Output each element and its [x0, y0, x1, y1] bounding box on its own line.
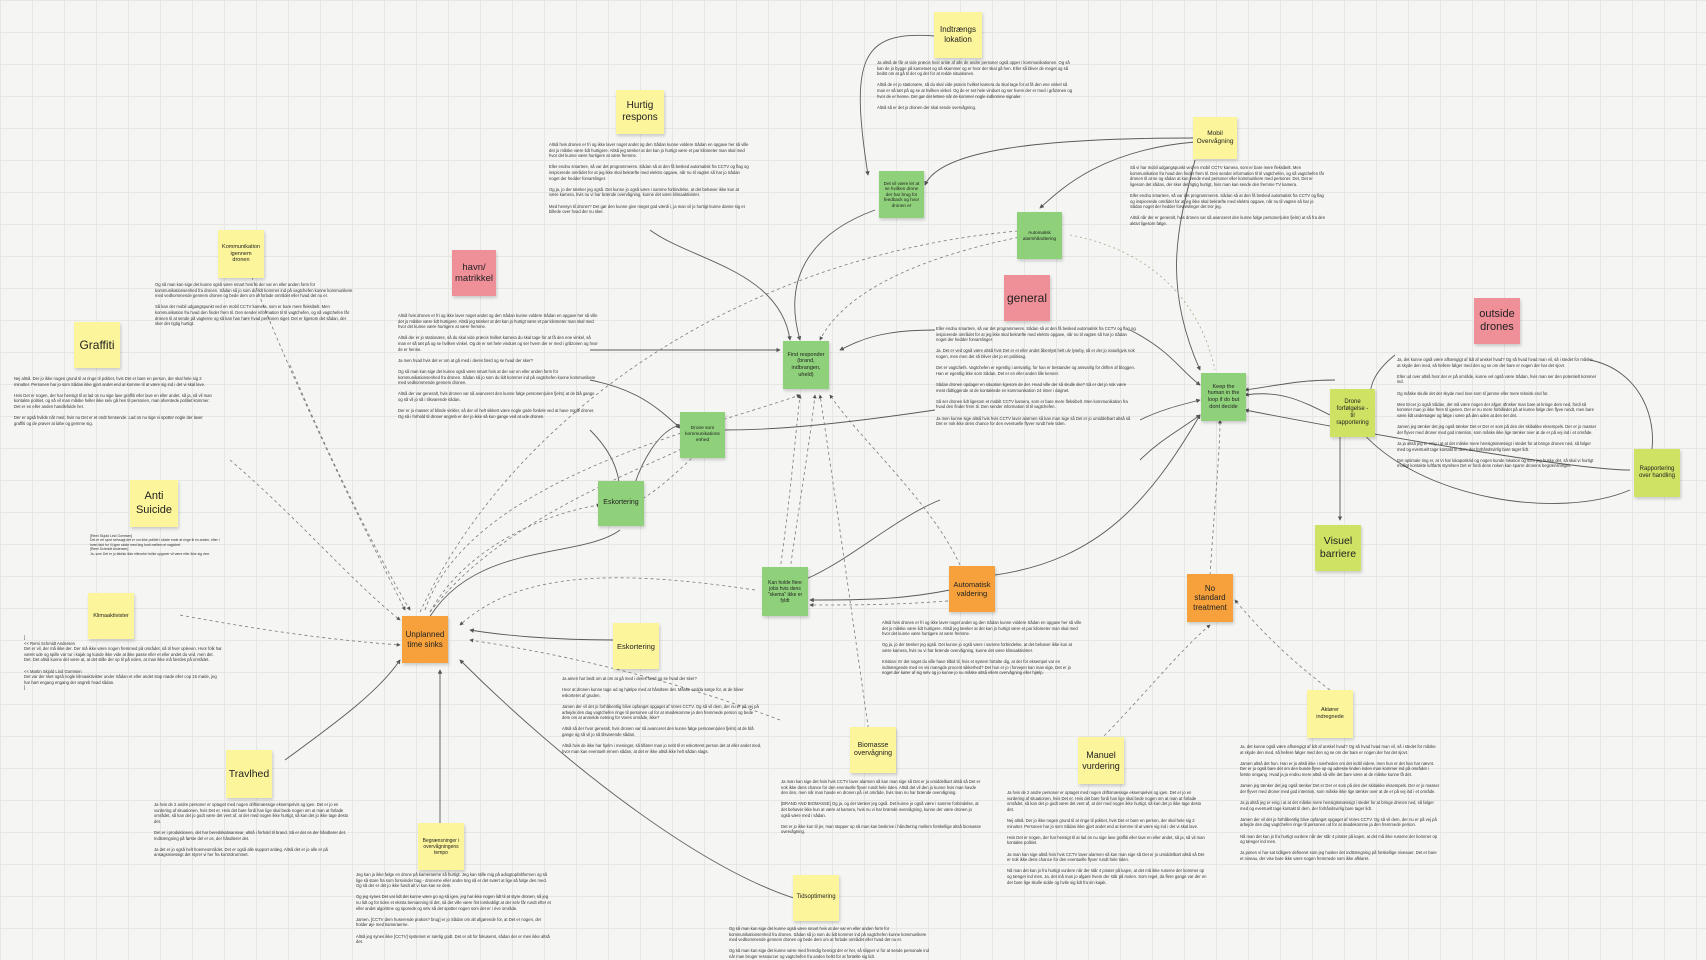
note-outside-drones[interactable]: outside drones [1474, 298, 1520, 344]
link-outside-rapp [1589, 359, 1654, 461]
link-general-first [839, 329, 936, 351]
note-no-standard-treatment[interactable]: No standard treatment [1187, 574, 1233, 622]
note-klimaaktivister[interactable]: Klimaaktivister [88, 593, 134, 639]
link-eskort2-unplanned [469, 628, 616, 641]
text-block-automatisk-valdering[interactable]: Altså hvis dronen er fri og ikke laver n… [882, 620, 1082, 676]
note-manuel-vurdering[interactable]: Manuel vurdering [1078, 737, 1124, 784]
dlink-kanholde-first [779, 394, 802, 571]
note-drone-som-kommunikations-enhed[interactable]: Drone som kommunikations enhed [680, 412, 725, 458]
note-visuel-barriere[interactable]: Visuel barriere [1315, 525, 1361, 571]
text-block-begraensninger[interactable]: Jeg kan jo ikke følge en drone på kamera… [356, 872, 551, 945]
link-dettrad-first [794, 209, 876, 341]
note-mobil-overvaagning[interactable]: Mobil Overvågning [1193, 117, 1237, 159]
text-block-tidsoptimering[interactable]: Og så man kan sige det kunne også være s… [729, 926, 929, 959]
text-block-manuel-vurdering[interactable]: Ja hvis de 2 andre personer er optaget m… [1007, 790, 1207, 885]
note-havn-matrikkel[interactable]: havn/ matrikkel [452, 250, 496, 296]
link-general-kanholde [789, 499, 941, 587]
text-block-eskortering[interactable]: Ja amen har bedt om at om at gå med i de… [562, 676, 762, 754]
link-hurtig-first [649, 229, 792, 341]
note-hurtig-respons[interactable]: Hurtig respons [616, 90, 664, 134]
text-block-travlhed[interactable]: Ja hvis de 2 andre personer er optaget m… [154, 802, 349, 858]
text-block-anti-suicide[interactable]: [Remi Skjold Lind Gormsen] Det er ret sj… [90, 534, 220, 556]
link-travl-unplanned [284, 659, 401, 761]
dlink-unplanned-kommvirksom [429, 444, 691, 613]
link-general2-keep [1139, 398, 1201, 421]
dlink-manuel-nostandard [1099, 624, 1211, 741]
note-begraensninger[interactable]: Begrænsninger i overvågningens tempo [418, 823, 464, 870]
link-eskort-unplanned [424, 529, 621, 626]
link-forfolg-keep [1244, 392, 1331, 416]
text-block-havn[interactable]: Altså hvis dronen er fri og ikke laver n… [398, 313, 598, 419]
text-block-aktorer[interactable]: Ja, det kunne også være afhængigt af lid… [1240, 744, 1440, 861]
dlink-unplanned-eskort [429, 503, 601, 613]
note-travlhed[interactable]: Travlhed [226, 750, 272, 798]
text-block-hurtig-respons[interactable]: Altså hvis dronen er fri og ikke laver n… [549, 142, 749, 215]
dlink-aktorer-nostandard [1234, 599, 1331, 691]
note-unplanned-time-sinks[interactable]: Unplanned time sinks [402, 616, 448, 663]
dlink-anti-unplanned [229, 459, 401, 621]
dlink-autoval-kanholde [809, 599, 961, 607]
text-block-general[interactable]: Eller endnu smartere, så var det program… [936, 326, 1136, 427]
note-rapportering-over-handling[interactable]: Rapportering over handling [1634, 449, 1680, 497]
note-automatisk-valdering[interactable]: Automatisk valdering [949, 566, 995, 612]
link-autoval-kanholde [809, 589, 951, 603]
note-automatisk-alarmhaandtering[interactable]: Automatisk alarmhåndtering [1017, 212, 1062, 259]
dlink-nostandard-keep [1209, 419, 1222, 576]
text-block-mobil[interactable]: Så vi har mobil udgangspunkt ved en mobi… [1130, 165, 1326, 226]
note-det-vil-vaere-let[interactable]: Det vil være let at se hvilken drone der… [879, 171, 924, 218]
dlink-biomasse-first [818, 394, 871, 741]
link-general-keep [1129, 329, 1201, 386]
note-kommunikation-igennem-dronen[interactable]: Kommunikation igennem dronen [218, 230, 264, 278]
link-general-kommvirksom [719, 409, 936, 433]
link-havn-komm [589, 379, 681, 429]
text-block-indtraengs[interactable]: Ja altså de får at vide præcis hvor anlæ… [877, 60, 1073, 110]
dlink-kanholde-first2 [789, 394, 817, 571]
note-graffiti[interactable]: Graffiti [74, 322, 120, 368]
text-block-graffiti[interactable]: Nej altså. Der jo ikke nogen grund til a… [14, 376, 212, 426]
note-tidsoptimering[interactable]: Tidsoptimering [793, 875, 839, 921]
note-indtraengs-lokation[interactable]: Indtrængs lokation [934, 12, 982, 58]
note-aktorer-indregnede[interactable]: Aktører indregnede [1307, 690, 1353, 738]
note-drone-forfolgelse[interactable]: Drone forfølgelse - til rapportering [1330, 389, 1375, 437]
note-kan-holde-flere-jobs[interactable]: Kan holde flere jobs hvis dens "skema" i… [762, 567, 808, 616]
note-eskortering-1[interactable]: Eskortering [598, 481, 644, 526]
text-block-klimaaktivister[interactable]: [ << Remi Schmidt Andersen Det er vil, d… [24, 635, 222, 691]
text-block-biomasse[interactable]: Ja man kan sige det hvis hvis CCTV laver… [781, 779, 981, 835]
dlink-graffiti-unplanned [289, 364, 411, 611]
note-eskortering-2[interactable]: Eskortering [613, 623, 659, 669]
dlink-autoalarm-first [819, 234, 1031, 341]
note-keep-human-in-loop[interactable]: Keep the human in the loop if do but don… [1201, 373, 1246, 421]
dlink-kanholde-unplanned [459, 577, 756, 626]
link-general3-keep [1139, 414, 1201, 461]
link-outside2-keep [1244, 379, 1336, 392]
note-first-responder[interactable]: First responder (brand, indbrangen, uhel… [783, 341, 829, 389]
text-block-outside-drones[interactable]: Ja, det kunne også være afhængigt af lid… [1397, 357, 1597, 469]
note-biomasse-overvaagning[interactable]: Biomasse overvågning [850, 727, 896, 773]
note-general[interactable]: general [1004, 275, 1050, 321]
note-anti-suicide[interactable]: Anti Suicide [130, 480, 178, 527]
text-block-kommunikation[interactable]: Og så man kan sige det kunne også være s… [155, 282, 353, 327]
link-autoval-keep [994, 414, 1201, 576]
